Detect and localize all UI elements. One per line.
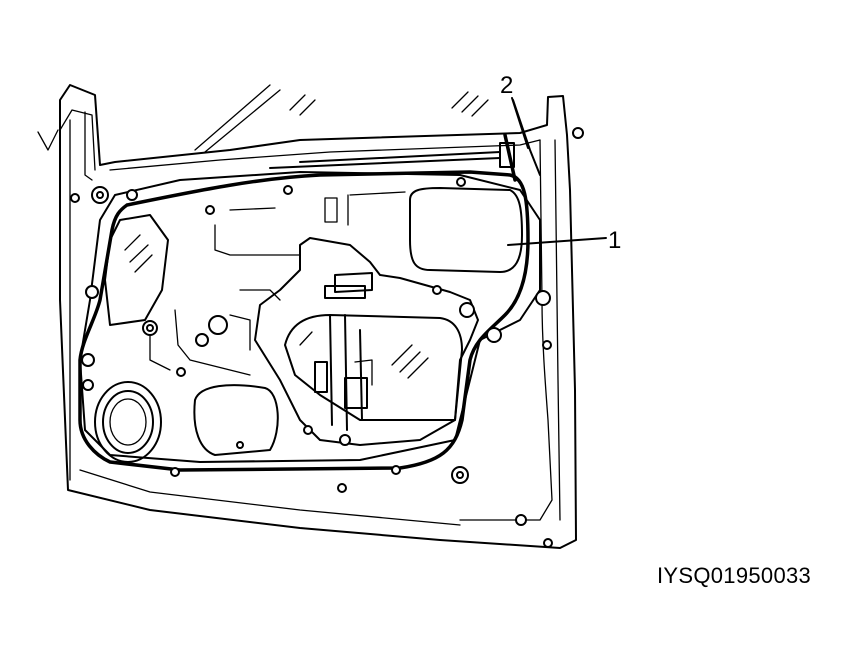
door-outer-shell bbox=[37, 84, 577, 549]
callout-2: 2 bbox=[500, 72, 529, 149]
inner-module-panel bbox=[79, 171, 541, 463]
speaker bbox=[94, 381, 162, 463]
callout-2-label: 2 bbox=[500, 72, 513, 99]
callout-2-leader bbox=[511, 97, 529, 149]
callout-1-label: 1 bbox=[608, 227, 621, 254]
callout-1-leader bbox=[507, 237, 607, 246]
regulator-handle-slot bbox=[324, 285, 366, 299]
callout-1: 1 bbox=[507, 227, 621, 254]
window-glass bbox=[194, 84, 489, 153]
fastener-holes bbox=[70, 127, 584, 548]
figure-id-code: IYSQ01950033 bbox=[657, 563, 812, 588]
wiring-harness bbox=[78, 99, 541, 472]
